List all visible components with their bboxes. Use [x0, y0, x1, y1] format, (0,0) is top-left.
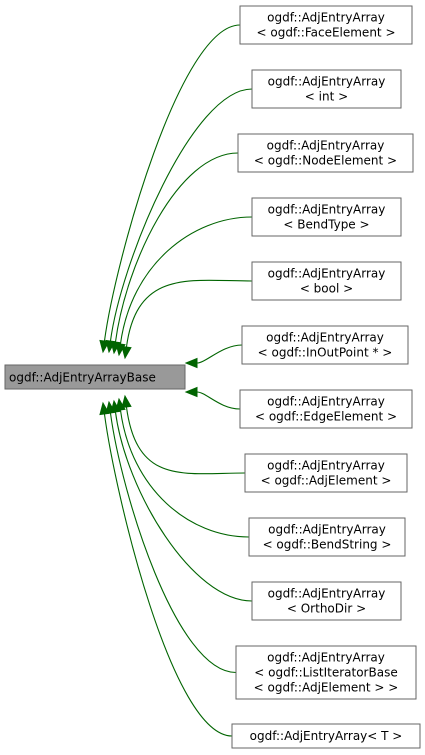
derived-class-label-line: < ogdf::InOutPoint * >	[258, 346, 393, 360]
inheritance-edge	[184, 386, 241, 410]
derived-class-label-line: ogdf::AdjEntryArray	[268, 267, 386, 281]
edge-line	[119, 216, 253, 345]
inheritance-arrowhead	[184, 386, 198, 398]
derived-class-label-line: < bool >	[300, 282, 353, 296]
derived-class-label-line: < ogdf::NodeElement >	[254, 154, 397, 168]
derived-class-label-line: < ogdf::BendString >	[263, 538, 392, 552]
inheritance-edge	[110, 152, 239, 355]
derived-class-label-line: < int >	[305, 90, 348, 104]
derived-class-box	[231, 723, 421, 749]
derived-class-box	[251, 69, 402, 109]
inheritance-edge	[99, 401, 233, 737]
inheritance-arrowhead	[121, 345, 132, 360]
inheritance-edge	[121, 279, 253, 360]
derived-class-node[interactable]: ogdf::AdjEntryArray< ogdf::BendString >	[248, 517, 406, 557]
edge-line	[109, 88, 253, 342]
derived-class-box	[237, 133, 414, 173]
derived-class-node[interactable]: ogdf::AdjEntryArray< ogdf::EdgeElement >	[239, 389, 413, 429]
derived-class-box	[239, 5, 413, 45]
derived-class-label-line: ogdf::AdjEntryArray	[267, 395, 385, 409]
derived-class-label-line: ogdf::AdjEntryArray	[268, 523, 386, 537]
inheritance-arrowhead	[105, 400, 116, 415]
edge-line	[196, 344, 243, 364]
edge-line	[114, 411, 253, 602]
inheritance-edge	[115, 397, 250, 538]
derived-class-box	[251, 261, 402, 301]
derived-class-box	[244, 453, 408, 493]
derived-class-label-line: < OrthoDir >	[287, 602, 366, 616]
inheritance-edge	[121, 394, 246, 475]
derived-class-node[interactable]: ogdf::AdjEntryArray< ogdf::InOutPoint * …	[241, 325, 409, 365]
derived-class-label-line: < ogdf::AdjElement >	[261, 474, 392, 488]
derived-class-box	[235, 645, 417, 700]
derived-class-label-line: ogdf::AdjEntryArray	[268, 203, 386, 217]
class-nodes: ogdf::AdjEntryArrayBaseogdf::AdjEntryArr…	[4, 5, 421, 749]
derived-class-box	[251, 581, 402, 621]
inheritance-edge	[99, 24, 241, 354]
derived-class-node[interactable]: ogdf::AdjEntryArray< int >	[251, 69, 402, 109]
derived-class-box	[239, 389, 413, 429]
edge-line	[103, 24, 241, 342]
derived-class-label-line: < BendType >	[283, 218, 369, 232]
inheritance-arrowhead	[184, 357, 198, 369]
edge-line	[196, 391, 241, 410]
derived-class-box	[248, 517, 406, 557]
inheritance-edge	[105, 400, 237, 674]
derived-class-label-line: ogdf::AdjEntryArray	[267, 459, 385, 473]
base-class-box	[4, 364, 186, 390]
derived-class-label-line: < ogdf::AdjElement > >	[254, 681, 399, 695]
derived-class-node[interactable]: ogdf::AdjEntryArray< bool >	[251, 261, 402, 301]
derived-class-node[interactable]: ogdf::AdjEntryArray< ogdf::NodeElement >	[237, 133, 414, 173]
edge-line	[109, 412, 237, 674]
edge-line	[125, 279, 253, 348]
derived-class-label-line: ogdf::AdjEntryArray	[268, 75, 386, 89]
inheritance-edges	[99, 24, 253, 737]
edge-line	[125, 406, 246, 475]
base-class-node: ogdf::AdjEntryArrayBase	[4, 364, 186, 390]
derived-class-box	[251, 197, 402, 237]
inheritance-arrowhead	[99, 401, 110, 416]
derived-class-label-line: < ogdf::EdgeElement >	[255, 410, 397, 424]
derived-class-node[interactable]: ogdf::AdjEntryArray< ogdf::AdjElement >	[244, 453, 408, 493]
derived-class-node[interactable]: ogdf::AdjEntryArray< BendType >	[251, 197, 402, 237]
base-class-label: ogdf::AdjEntryArrayBase	[9, 371, 156, 385]
inheritance-edge	[184, 344, 243, 369]
derived-class-node[interactable]: ogdf::AdjEntryArray< T >	[231, 723, 421, 749]
derived-class-label-line: < ogdf::ListIteratorBase	[254, 666, 397, 680]
edge-line	[114, 152, 239, 343]
derived-class-label-line: ogdf::AdjEntryArray	[267, 139, 385, 153]
derived-class-label-line: ogdf::AdjEntryArray< T >	[250, 729, 403, 743]
edge-line	[119, 409, 250, 538]
derived-class-node[interactable]: ogdf::AdjEntryArray< ogdf::FaceElement >	[239, 5, 413, 45]
derived-class-label-line: ogdf::AdjEntryArray	[267, 11, 385, 25]
derived-class-label-line: ogdf::AdjEntryArray	[268, 587, 386, 601]
derived-class-node[interactable]: ogdf::AdjEntryArray< ogdf::ListIteratorB…	[235, 645, 417, 700]
derived-class-label-line: ogdf::AdjEntryArray	[267, 651, 385, 665]
edge-line	[103, 413, 233, 737]
derived-class-label-line: < ogdf::FaceElement >	[256, 26, 395, 40]
inheritance-edge	[115, 216, 253, 357]
derived-class-node[interactable]: ogdf::AdjEntryArray< OrthoDir >	[251, 581, 402, 621]
inheritance-arrowhead	[121, 394, 132, 409]
derived-class-box	[241, 325, 409, 365]
derived-class-label-line: ogdf::AdjEntryArray	[266, 331, 384, 345]
